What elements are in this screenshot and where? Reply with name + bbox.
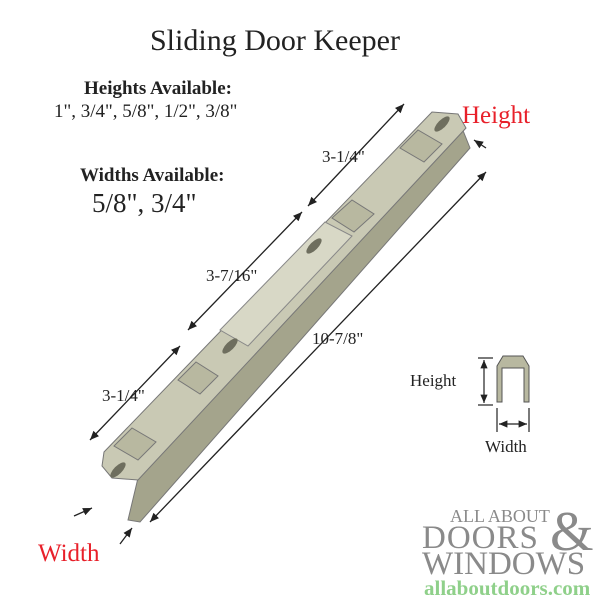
width-arrow-b (119, 527, 133, 545)
heights-label: Heights Available: (84, 78, 232, 99)
height-callout: Height (462, 102, 531, 129)
logo-line3: WINDOWS (422, 546, 586, 582)
logo-line1: ALL ABOUT (450, 506, 550, 526)
clip (399, 129, 443, 163)
page-title: Sliding Door Keeper (150, 24, 400, 57)
dim-overall: 10-7/8" (312, 329, 363, 348)
height-arrow (473, 139, 487, 149)
dim-bottom: 3-1/4" (102, 386, 145, 405)
profile-view (496, 355, 530, 403)
dim-top: 3-1/4" (322, 147, 365, 166)
keeper-side-face (127, 127, 471, 523)
dim-middle: 3-7/16" (206, 266, 257, 285)
width-callout: Width (38, 540, 100, 567)
profile-height-label: Height (410, 371, 457, 390)
mount-slot (110, 462, 126, 478)
logo-line2: DOORS (422, 520, 539, 556)
logo-url: allaboutdoors.com (424, 576, 591, 600)
width-arrow-a (73, 507, 93, 517)
mount-slot (434, 116, 450, 132)
heights-values: 1", 3/4", 5/8", 1/2", 3/8" (54, 101, 238, 122)
brand-logo: ALL ABOUT DOORS & WINDOWS allaboutdoors.… (420, 501, 600, 600)
logo-ampersand: & (550, 501, 594, 563)
profile-width-label: Width (485, 437, 527, 456)
profile-shape (496, 355, 530, 403)
dim-line-overall (149, 171, 487, 523)
